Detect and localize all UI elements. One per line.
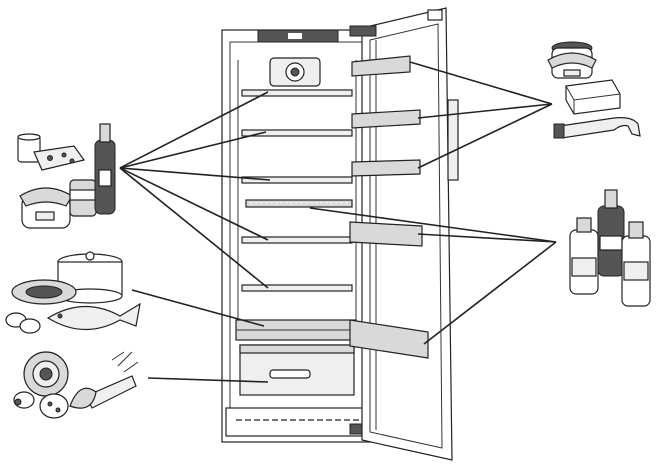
- butter-jar-tube-icon: [548, 42, 640, 138]
- door-bin-3: [352, 160, 420, 176]
- vegetables-icon: [14, 352, 138, 418]
- shelf-1: [242, 90, 352, 96]
- interior-light-unit: [270, 58, 320, 86]
- shelf-4: [242, 237, 352, 243]
- pot-meat-fish-icon: [6, 252, 140, 333]
- crisper-drawer: [240, 345, 354, 395]
- door-bin-4: [350, 222, 422, 246]
- base-grille: [226, 408, 370, 436]
- shelf-5: [242, 285, 352, 291]
- shelf-3: [242, 177, 352, 183]
- bottles-icon: [570, 190, 650, 306]
- shelf-2: [242, 130, 352, 136]
- cheese-jars-bottle-icon: [18, 124, 115, 228]
